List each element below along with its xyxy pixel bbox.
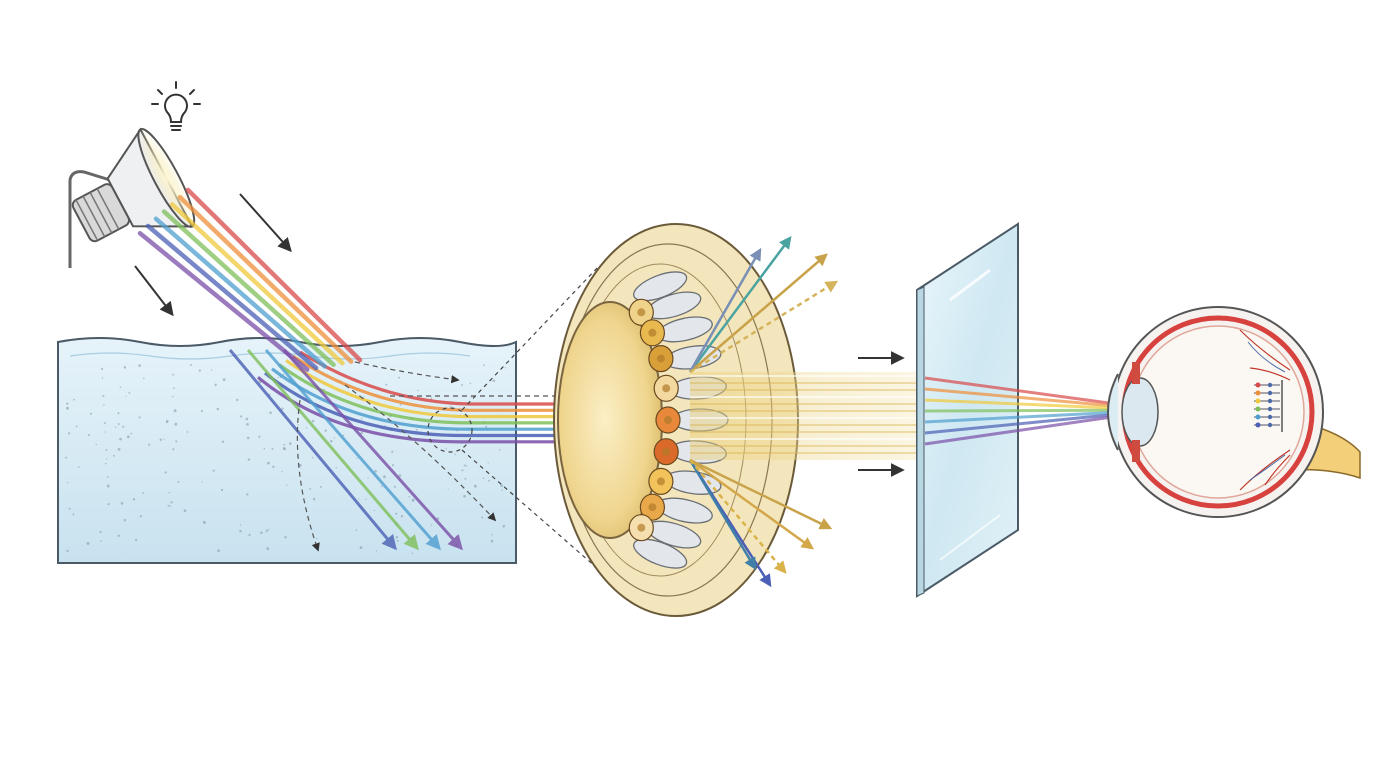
- lens-output-beam: [690, 372, 920, 460]
- arrow-icon: [239, 193, 292, 253]
- lightbulb-icon: [151, 81, 201, 131]
- photoreceptors: [1254, 380, 1283, 432]
- lens-cells: [628, 298, 681, 542]
- incident-spectrum-beam: [137, 187, 363, 372]
- refracted-rays: [228, 349, 634, 551]
- magnifier: [427, 264, 606, 576]
- eye-icon: [1107, 306, 1361, 518]
- water-particles: [65, 363, 507, 554]
- lamp-icon: [68, 127, 196, 268]
- scattered-rays: [688, 235, 839, 588]
- arrow-icon: [134, 265, 174, 317]
- lens-cross-section: [553, 223, 799, 617]
